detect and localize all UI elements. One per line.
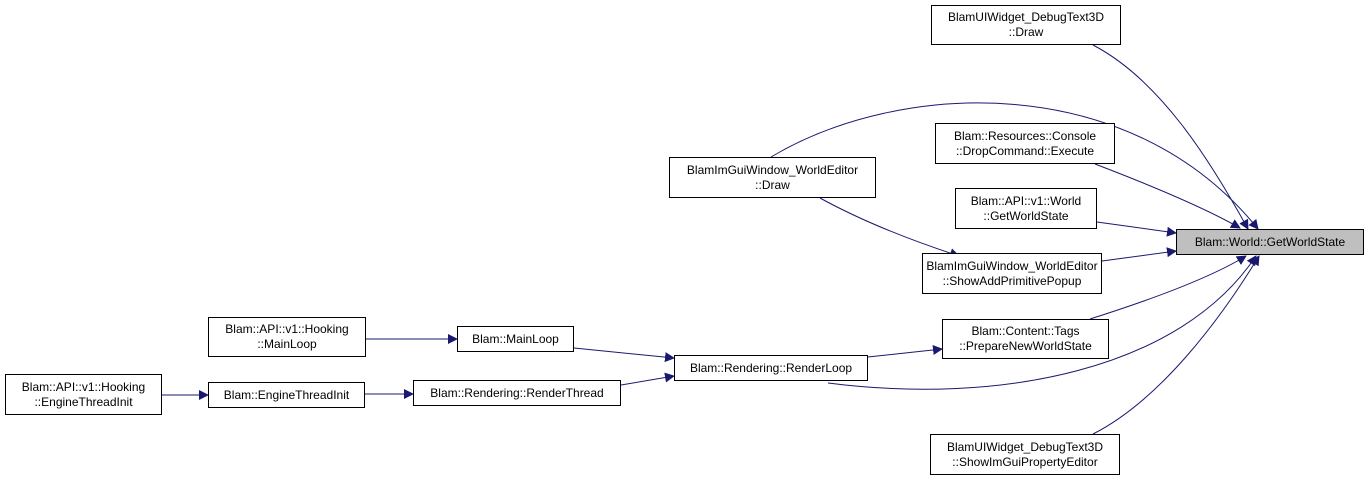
node-rendering-renderthread[interactable]: Blam::Rendering::RenderThread bbox=[413, 380, 621, 406]
node-hooking-mainloop[interactable]: Blam::API::v1::Hooking ::MainLoop bbox=[208, 317, 366, 357]
node-label-line1: Blam::API::v1::Hooking bbox=[21, 379, 146, 394]
node-label-line2: ::MainLoop bbox=[257, 337, 317, 351]
node-label-line2: ::EngineThreadInit bbox=[34, 394, 133, 409]
node-label-line2: ::ShowAddPrimitivePopup bbox=[942, 273, 1082, 288]
node-label-line2: ::PrepareNewWorldState bbox=[959, 339, 1092, 353]
node-label-line1: Blam::API::v1::World bbox=[970, 193, 1082, 208]
edge-renderloop-to-getworldstate bbox=[827, 255, 1257, 390]
edge-showimgui-to-getworldstate bbox=[1092, 255, 1260, 435]
edge-renderloop-to-preparenewworldstate bbox=[867, 344, 943, 358]
node-worldeditor-draw[interactable]: BlamImGuiWindow_WorldEditor ::Draw bbox=[669, 157, 876, 198]
node-label-line2: ::ShowImGuiPropertyEditor bbox=[952, 454, 1098, 469]
edge-mainloop-to-renderloop bbox=[573, 347, 675, 363]
node-tags-preparenewworldstate[interactable]: Blam::Content::Tags ::PrepareNewWorldSta… bbox=[942, 319, 1109, 359]
node-label-line2: ::Draw bbox=[1008, 25, 1044, 39]
node-worldeditor-showaddprimitive[interactable]: BlamImGuiWindow_WorldEditor ::ShowAddPri… bbox=[922, 253, 1102, 294]
node-console-dropcommand[interactable]: Blam::Resources::Console ::DropCommand::… bbox=[935, 123, 1115, 164]
node-label-line1: Blam::API::v1::Hooking bbox=[225, 322, 349, 336]
node-label: Blam::Rendering::RenderLoop bbox=[689, 360, 853, 375]
edge-preparenewworldstate-to-getworldstate bbox=[1089, 255, 1247, 320]
edge-worldeditor-draw-to-showaddprimitive bbox=[819, 197, 960, 258]
node-debugtext3d-showimgui[interactable]: BlamUIWidget_DebugText3D ::ShowImGuiProp… bbox=[930, 434, 1120, 475]
edge-renderthread-to-renderloop bbox=[620, 372, 675, 386]
node-rendering-renderloop[interactable]: Blam::Rendering::RenderLoop bbox=[674, 355, 868, 381]
edge-api-world-to-getworldstate bbox=[1096, 221, 1177, 237]
node-mainloop[interactable]: Blam::MainLoop bbox=[457, 326, 574, 352]
node-label: Blam::MainLoop bbox=[472, 331, 559, 346]
node-label-line1: Blam::Resources::Console bbox=[953, 128, 1097, 143]
node-label: Blam::EngineThreadInit bbox=[223, 387, 350, 402]
edge-debugtext3d-draw-to-getworldstate bbox=[1092, 44, 1249, 230]
edge-console-dropcommand-to-getworldstate bbox=[1094, 163, 1241, 229]
node-label-line2: ::DropCommand::Execute bbox=[955, 143, 1095, 158]
node-label-line1: BlamImGuiWindow_WorldEditor bbox=[686, 162, 859, 177]
node-label: Blam::World::GetWorldState bbox=[1194, 234, 1346, 249]
node-label-line1: Blam::Content::Tags bbox=[971, 324, 1080, 338]
node-label-line1: BlamUIWidget_DebugText3D bbox=[947, 10, 1105, 24]
node-label: Blam::Rendering::RenderThread bbox=[430, 385, 604, 400]
node-debugtext3d-draw[interactable]: BlamUIWidget_DebugText3D ::Draw bbox=[931, 5, 1121, 45]
node-label-line1: BlamImGuiWindow_WorldEditor bbox=[926, 258, 1098, 273]
node-label-line2: ::Draw bbox=[755, 177, 790, 192]
edge-worldeditor-draw-to-getworldstate bbox=[770, 102, 1259, 230]
node-label-line2: ::GetWorldState bbox=[983, 208, 1069, 223]
node-world-getworldstate: Blam::World::GetWorldState bbox=[1176, 229, 1364, 255]
node-label-line1: BlamUIWidget_DebugText3D bbox=[946, 439, 1104, 454]
edge-showaddprimitive-to-getworldstate bbox=[1101, 247, 1177, 262]
node-api-world-getworldstate[interactable]: Blam::API::v1::World ::GetWorldState bbox=[955, 188, 1097, 229]
node-hooking-enginethreadinit[interactable]: Blam::API::v1::Hooking ::EngineThreadIni… bbox=[5, 374, 162, 415]
node-enginethreadinit[interactable]: Blam::EngineThreadInit bbox=[208, 382, 365, 408]
